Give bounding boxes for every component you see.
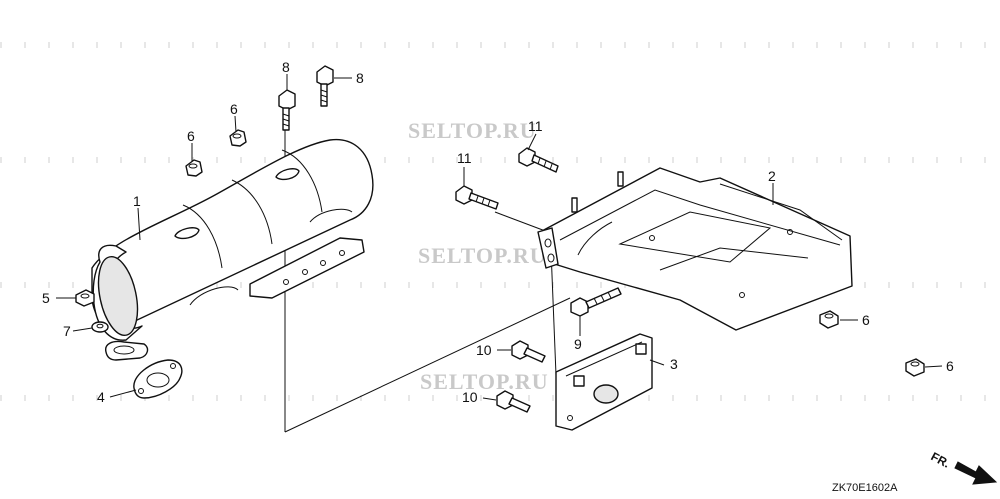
diagram-code: ZK70E1602A — [832, 482, 898, 494]
bolt-10a — [511, 340, 546, 363]
callout-6a: 6 — [187, 128, 195, 144]
bolt-9 — [570, 287, 622, 317]
flange-nut-6b — [229, 129, 247, 147]
bolt-8b — [316, 65, 334, 107]
leader-lines — [56, 74, 943, 401]
watermark-2: SELTOP.RU — [418, 243, 547, 268]
callout-10b: 10 — [462, 389, 478, 405]
front-label: FR. — [929, 449, 953, 470]
callout-11b: 11 — [528, 118, 543, 134]
callout-6b: 6 — [230, 101, 238, 117]
callout-3: 3 — [670, 356, 678, 372]
callout-9: 9 — [574, 336, 582, 352]
heat-shield-plate — [555, 333, 653, 431]
callout-6c: 6 — [862, 312, 870, 328]
flange-nut-6c — [819, 310, 839, 329]
bolt-11a — [455, 185, 499, 210]
flange-nut-6a — [185, 159, 203, 177]
callout-6d: 6 — [946, 358, 954, 374]
flange-nut-6d — [905, 358, 925, 377]
front-direction-indicator: FR. — [929, 449, 998, 485]
callout-7: 7 — [63, 323, 71, 339]
bolt-8a — [278, 89, 296, 131]
callout-11a: 11 — [457, 150, 472, 166]
front-arrow-icon — [954, 461, 998, 485]
callout-8a: 8 — [282, 59, 290, 75]
callout-1: 1 — [133, 193, 141, 209]
background-scan-lines — [0, 42, 1000, 401]
nut-5 — [75, 289, 95, 307]
bolt-11b — [518, 147, 559, 173]
callout-8b: 8 — [356, 70, 364, 86]
callout-5: 5 — [42, 290, 50, 306]
callout-4: 4 — [97, 389, 105, 405]
watermark-3: SELTOP.RU — [420, 369, 549, 394]
washer-7 — [91, 321, 109, 333]
callout-10a: 10 — [476, 342, 492, 358]
muffler-protector — [91, 138, 374, 361]
bolt-10b — [496, 390, 531, 413]
watermark-1: SELTOP.RU — [408, 118, 537, 143]
callout-2: 2 — [768, 168, 776, 184]
muffler-gasket — [133, 359, 183, 399]
muffler-stay-bracket — [537, 167, 853, 331]
